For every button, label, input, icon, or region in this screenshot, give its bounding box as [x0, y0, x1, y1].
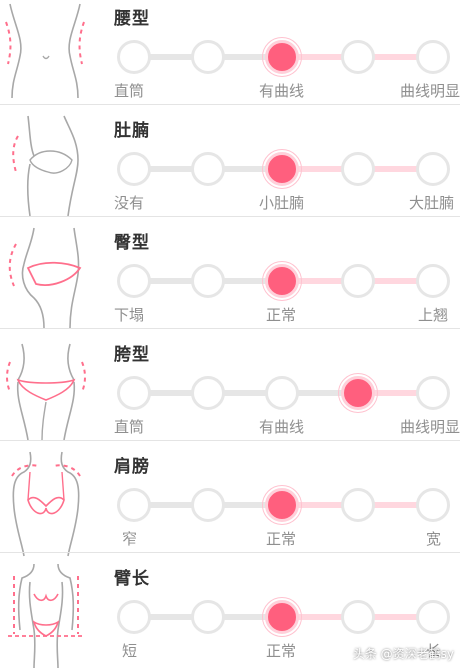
belly-step-1[interactable]: [117, 152, 151, 186]
crotch-step-1[interactable]: [117, 376, 151, 410]
shoulder-label-right: 宽: [426, 530, 442, 548]
shoulder-step-2[interactable]: [191, 488, 225, 522]
waist-figure-icon: [5, 3, 85, 99]
row-arm-length: 臂长 短 正常 长: [0, 560, 460, 672]
shoulder-label-mid: 正常: [266, 530, 297, 548]
belly-step-4[interactable]: [341, 152, 375, 186]
belly-figure-icon: [12, 115, 79, 217]
divider: [0, 440, 460, 441]
divider: [0, 104, 460, 105]
arm-length-step-2[interactable]: [191, 600, 225, 634]
belly-step-5[interactable]: [416, 152, 450, 186]
belly-title: 肚腩: [114, 121, 150, 141]
hip-label-mid: 正常: [266, 306, 297, 324]
watermark: 头条 @资深老鹤sy: [352, 647, 454, 661]
divider: [0, 216, 460, 217]
waist-step-2[interactable]: [191, 40, 225, 74]
crotch-figure-icon: [6, 343, 86, 441]
belly-slider[interactable]: 没有 小肚腩 大肚腩: [0, 112, 460, 224]
waist-step-3-selected[interactable]: [262, 37, 302, 77]
shoulder-step-1[interactable]: [117, 488, 151, 522]
crotch-label-mid: 有曲线: [259, 418, 305, 436]
row-belly: 肚腩 没有 小肚腩 大肚腩: [0, 112, 460, 224]
shoulder-label-left: 窄: [122, 530, 138, 548]
waist-label-mid: 有曲线: [259, 82, 305, 100]
hip-figure-icon: [8, 227, 82, 329]
shoulder-step-3-selected[interactable]: [262, 485, 302, 525]
row-crotch: 胯型 直筒 有曲线 曲线明显: [0, 336, 460, 448]
hip-step-1[interactable]: [117, 264, 151, 298]
waist-step-5[interactable]: [416, 40, 450, 74]
arm-length-label-left: 短: [122, 642, 138, 660]
hip-title: 臀型: [114, 233, 150, 253]
shoulder-figure-icon: [11, 451, 81, 557]
waist-title: 腰型: [114, 9, 150, 29]
crotch-label-right: 曲线明显: [400, 418, 460, 436]
track-gray: [134, 390, 358, 396]
waist-label-right: 曲线明显: [400, 82, 460, 100]
crotch-step-4-selected[interactable]: [338, 373, 378, 413]
arm-length-step-4[interactable]: [341, 600, 375, 634]
arm-length-label-right: 长: [426, 642, 442, 660]
hip-step-4[interactable]: [341, 264, 375, 298]
arm-length-step-1[interactable]: [117, 600, 151, 634]
crotch-slider[interactable]: 直筒 有曲线 曲线明显: [0, 336, 460, 448]
crotch-step-5[interactable]: [416, 376, 450, 410]
arm-length-step-3-selected[interactable]: [262, 597, 302, 637]
row-waist: 腰型 直筒 有曲线 曲线明显: [0, 0, 460, 112]
belly-label-right: 大肚腩: [409, 194, 455, 212]
belly-label-mid: 小肚腩: [259, 194, 305, 212]
waist-label-left: 直筒: [114, 82, 145, 100]
arm-length-title: 臂长: [114, 569, 150, 589]
row-shoulder: 肩膀 窄 正常 宽: [0, 448, 460, 560]
shoulder-title: 肩膀: [114, 457, 150, 477]
crotch-step-3[interactable]: [265, 376, 299, 410]
row-hip: 臀型 下塌 正常 上翘: [0, 224, 460, 336]
belly-step-3-selected[interactable]: [262, 149, 302, 189]
divider: [0, 328, 460, 329]
waist-step-4[interactable]: [341, 40, 375, 74]
track-pink: [358, 390, 434, 396]
crotch-step-2[interactable]: [191, 376, 225, 410]
crotch-label-left: 直筒: [114, 418, 145, 436]
waist-step-1[interactable]: [117, 40, 151, 74]
arm-length-slider[interactable]: 短 正常 长: [0, 560, 460, 672]
hip-step-2[interactable]: [191, 264, 225, 298]
arm-length-label-mid: 正常: [266, 642, 297, 660]
divider: [0, 552, 460, 553]
arm-length-figure-icon: [8, 563, 84, 669]
shoulder-step-4[interactable]: [341, 488, 375, 522]
hip-step-5[interactable]: [416, 264, 450, 298]
arm-length-step-5[interactable]: [416, 600, 450, 634]
hip-slider[interactable]: 下塌 正常 上翘: [0, 224, 460, 336]
crotch-title: 胯型: [114, 345, 150, 365]
belly-step-2[interactable]: [191, 152, 225, 186]
hip-label-right: 上翘: [418, 306, 449, 324]
belly-label-left: 没有: [114, 194, 145, 212]
shoulder-slider[interactable]: 窄 正常 宽: [0, 448, 460, 560]
shoulder-step-5[interactable]: [416, 488, 450, 522]
hip-step-3-selected[interactable]: [262, 261, 302, 301]
hip-label-left: 下塌: [114, 306, 145, 324]
waist-slider[interactable]: 直筒 有曲线 曲线明显: [0, 0, 460, 112]
